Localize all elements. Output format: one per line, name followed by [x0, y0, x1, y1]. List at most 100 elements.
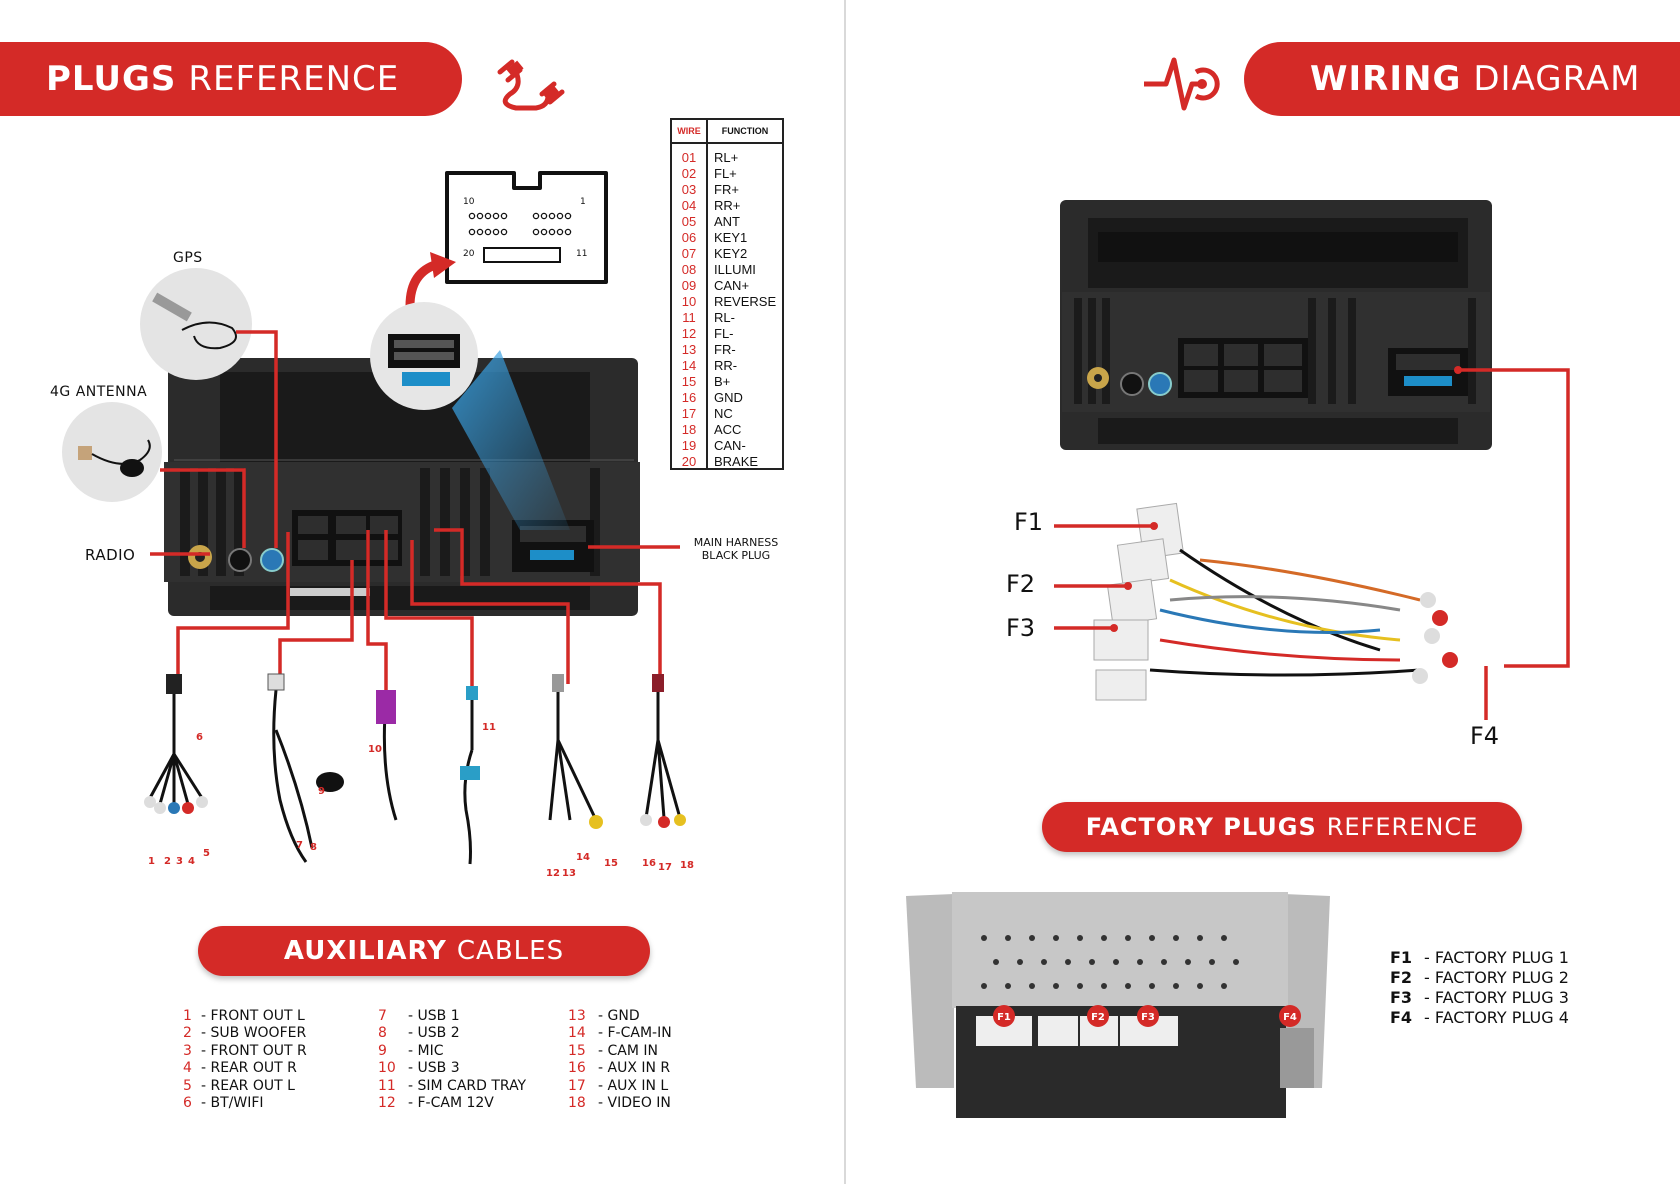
legend-number: 15 [568, 1042, 586, 1059]
legend-text: - FRONT OUT L [201, 1008, 305, 1024]
wire-column-header: WIRE [672, 120, 708, 142]
banner-rest: REFERENCE [1326, 813, 1479, 841]
wire-number: 16 [681, 390, 697, 405]
wire-function: ILLUMI [714, 262, 756, 277]
wire-number: 09 [681, 278, 697, 293]
wire-function: CAN- [714, 438, 746, 453]
cable-number: 7 [296, 840, 303, 851]
cable-number: 4 [188, 856, 195, 867]
cable-number: 15 [604, 858, 618, 869]
cable-icon [497, 59, 565, 111]
wire-function: RL+ [714, 150, 739, 165]
banner-rest: DIAGRAM [1473, 59, 1641, 99]
4g-antenna-label: 4G ANTENNA [50, 384, 148, 400]
factory-legend-text: - FACTORY PLUG 1 [1424, 948, 1569, 967]
legend-item: 4- REAR OUT R [183, 1060, 307, 1077]
legend-text: - USB 3 [408, 1060, 460, 1077]
banner-rest: CABLES [456, 936, 565, 966]
legend-item: 16 - AUX IN R [568, 1060, 672, 1077]
cable-number: 18 [680, 860, 694, 871]
legend-number: 16 [568, 1060, 586, 1077]
factory-plug-label-f4: F4 [1470, 722, 1500, 750]
svg-text:F1: F1 [997, 1012, 1011, 1023]
factory-legend-item: F1- FACTORY PLUG 1 [1390, 948, 1569, 968]
legend-number: 10 [378, 1060, 396, 1077]
wire-function: FR- [714, 342, 736, 357]
legend-text: - REAR OUT L [201, 1077, 295, 1094]
4g-antenna-photo [62, 402, 162, 502]
legend-number: 18 [568, 1094, 586, 1111]
factory-legend-text: - FACTORY PLUG 2 [1424, 968, 1569, 987]
function-column-header: FUNCTION [721, 126, 769, 136]
wire-function: FR+ [714, 182, 739, 197]
wire-function: BRAKE [714, 454, 759, 469]
curved-arrow-icon [405, 252, 456, 307]
legend-item: 15- CAM IN [568, 1043, 672, 1060]
wire-number: 03 [681, 182, 697, 197]
cable-number: 17 [658, 862, 672, 873]
auxiliary-cables-banner: AUXILIARY CABLES [198, 926, 650, 976]
banner-bold: FACTORY PLUGS [1085, 813, 1317, 841]
factory-plug-label-f3: F3 [1006, 614, 1036, 642]
legend-text: - F-CAM-IN [598, 1025, 672, 1042]
legend-item: 10 - USB 3 [378, 1060, 526, 1077]
legend-item: 14- F-CAM-IN [568, 1025, 672, 1042]
radio-label: RADIO [85, 546, 136, 564]
legend-text: - SUB WOOFER [201, 1025, 307, 1042]
legend-number: 13 [568, 1008, 586, 1024]
pin-label: 11 [576, 249, 588, 259]
wire-number: 20 [681, 454, 697, 469]
auxiliary-cables-drawing [144, 673, 686, 865]
legend-text: - BT/WIFI [201, 1094, 264, 1111]
factory-legend-item: F3 - FACTORY PLUG 3 [1390, 988, 1569, 1008]
legend-text: - VIDEO IN [598, 1094, 671, 1111]
cable-number: 1 [148, 856, 155, 867]
factory-plugs-banner: FACTORY PLUGS REFERENCE [1042, 802, 1522, 852]
legend-text: - GND [598, 1008, 640, 1024]
wire-number: 14 [681, 358, 697, 373]
wire-function: KEY2 [714, 246, 748, 261]
wire-number: 08 [681, 262, 697, 277]
wire-number: 02 [681, 166, 697, 181]
svg-text:F3: F3 [1141, 1012, 1155, 1023]
factory-legend-text: - FACTORY PLUG 3 [1424, 988, 1569, 1007]
legend-item: 7- USB 1 [378, 1008, 526, 1025]
wire-number: 17 [681, 406, 697, 421]
cable-number: 8 [310, 842, 317, 853]
legend-number: 12 [378, 1094, 396, 1111]
svg-text:F2: F2 [1091, 1012, 1105, 1023]
legend-text: - AUX IN R [598, 1060, 671, 1077]
legend-number: 11 [378, 1077, 396, 1094]
legend-text: - MIC [408, 1042, 444, 1059]
legend-number: 9 [378, 1042, 387, 1059]
legend-number: 5 [183, 1077, 192, 1094]
cable-number: 5 [203, 848, 210, 859]
wire-function: REVERSE [714, 294, 777, 309]
wire-number: 12 [681, 326, 697, 341]
wiring-harness-drawing [1093, 502, 1458, 701]
legend-number: 7 [378, 1008, 387, 1024]
legend-text: - USB 2 [408, 1025, 460, 1042]
legend-item: 5 - REAR OUT L [183, 1078, 307, 1095]
legend-item: 2- SUB WOOFER [183, 1025, 307, 1042]
wire-number: 05 [681, 214, 697, 229]
factory-legend-code: F3 [1390, 988, 1413, 1007]
pin-label: 20 [463, 249, 475, 259]
legend-item: 12 - F-CAM 12V [378, 1095, 526, 1112]
cable-number: 12 [546, 868, 560, 879]
legend-text: - F-CAM 12V [408, 1094, 494, 1111]
wire-function: ANT [714, 214, 740, 229]
legend-item: 18 - VIDEO IN [568, 1095, 672, 1112]
wire-number: 15 [681, 374, 697, 389]
wire-function: KEY1 [714, 230, 748, 245]
legend-item: 13 - GND [568, 1008, 672, 1025]
banner-rest: REFERENCE [188, 59, 400, 99]
main-harness-zoom [370, 302, 478, 410]
legend-text: - FRONT OUT R [201, 1042, 307, 1059]
factory-legend-code: F2 [1390, 968, 1413, 987]
legend-number: 8 [378, 1025, 387, 1042]
